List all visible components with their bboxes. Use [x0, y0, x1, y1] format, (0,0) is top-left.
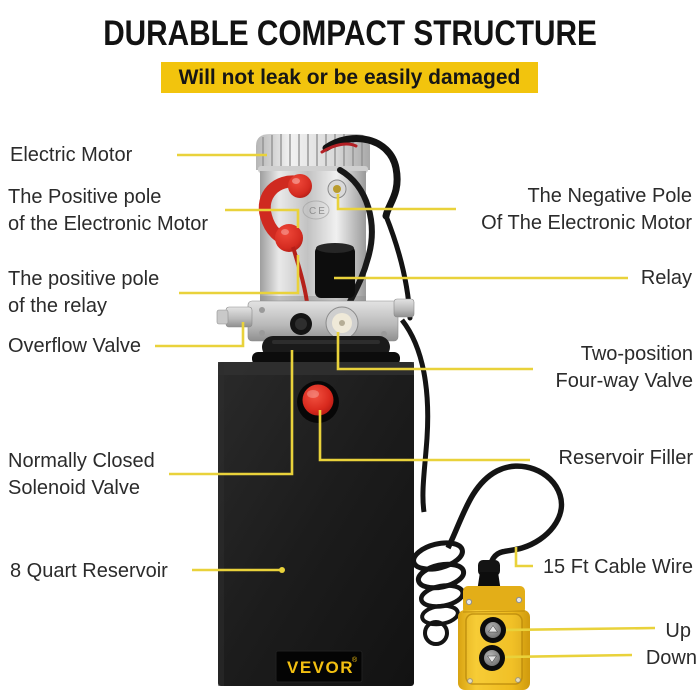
- leader-quart-reservoir-dot: [279, 567, 285, 573]
- negative-terminal: [327, 179, 347, 199]
- overflow-valve-port: [216, 306, 253, 328]
- cable-coil: [411, 540, 467, 646]
- label-overflow-valve: Overflow Valve: [8, 335, 142, 357]
- label-reservoir-filler: Reservoir Filler: [558, 447, 693, 469]
- right-port: [393, 298, 415, 318]
- pendant-control: [458, 560, 530, 690]
- leader-lines: [155, 153, 656, 659]
- four-way-valve-knob: [325, 306, 359, 340]
- valve-manifold: [216, 298, 415, 342]
- leader-two-position-valve: [336, 332, 533, 371]
- leader-reservoir-filler: [318, 410, 530, 462]
- leader-nc-solenoid-valve: [169, 350, 294, 476]
- subtitle-banner: Will not leak or be easily damaged: [161, 62, 538, 93]
- leader-down: [504, 653, 633, 659]
- relay-cylinder: [315, 243, 355, 298]
- ce-mark: CE: [309, 206, 327, 217]
- brand-trademark: ®: [352, 656, 358, 664]
- power-cable: [400, 318, 565, 646]
- brand-badge: VEVOR ®: [275, 650, 363, 683]
- label-two-position-valve: Two-position Four-way Valve: [555, 343, 693, 392]
- leader-negative-pole-motor: [336, 194, 456, 211]
- leader-positive-pole-motor: [225, 208, 300, 228]
- label-quart-reservoir: 8 Quart Reservoir: [10, 560, 168, 582]
- positive-terminal-boot: [258, 174, 312, 311]
- pump-base: [252, 336, 400, 365]
- label-positive-pole-motor: The Positive pole of the Electronic Moto…: [8, 186, 209, 235]
- label-down: Down: [645, 647, 697, 669]
- leader-up: [505, 626, 656, 632]
- label-nc-solenoid-valve: Normally Closed Solenoid Valve: [8, 450, 155, 499]
- page-title: DURABLE COMPACT STRUCTURE: [103, 14, 597, 53]
- label-up: Up: [665, 620, 691, 642]
- label-cable-wire: 15 Ft Cable Wire: [542, 556, 693, 578]
- label-negative-pole-motor: The Negative Pole Of The Electronic Moto…: [481, 185, 692, 234]
- label-electric-motor: Electric Motor: [10, 144, 133, 166]
- leader-cable-wire: [514, 547, 533, 568]
- pendant-up-button: [480, 617, 506, 643]
- reservoir-filler-cap: [297, 381, 339, 423]
- label-relay: Relay: [640, 267, 692, 289]
- brand-logo-text: VEVOR: [287, 658, 354, 677]
- leader-overflow-valve: [155, 322, 245, 348]
- pendant-down-button: [479, 645, 505, 671]
- leader-positive-pole-relay: [179, 255, 300, 295]
- label-positive-pole-relay: The positive pole of the relay: [8, 268, 160, 317]
- reservoir-box: [218, 362, 414, 686]
